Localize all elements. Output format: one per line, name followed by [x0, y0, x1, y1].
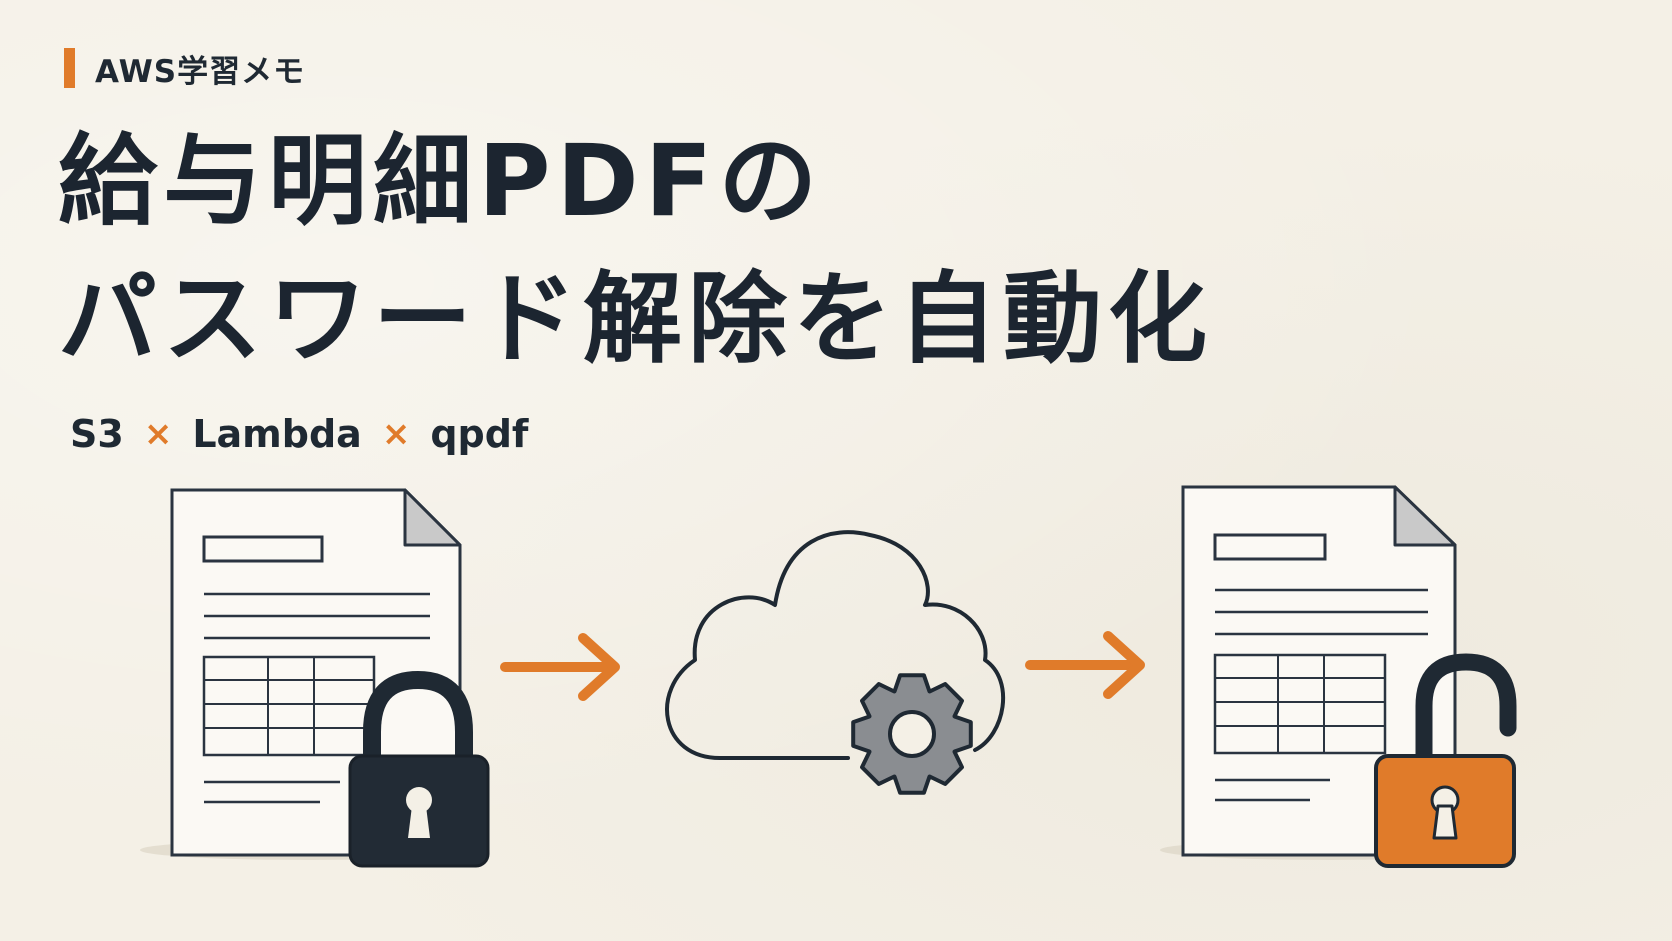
category-tag: AWS学習メモ: [64, 46, 305, 90]
subtitle-separator: ×: [381, 414, 411, 454]
subtitle-separator: ×: [143, 414, 173, 454]
title-line-1: 給与明細PDFの: [58, 124, 824, 239]
title-line-2: パスワード解除を自動化: [58, 262, 1213, 377]
subtitle-item-lambda: Lambda: [192, 412, 362, 456]
tag-label: AWS学習メモ: [95, 53, 306, 90]
gear-icon: [851, 673, 973, 795]
subtitle: S3 × Lambda × qpdf: [70, 412, 528, 456]
arrow-right-icon: [1025, 631, 1145, 699]
subtitle-item-s3: S3: [70, 412, 124, 456]
subtitle-item-qpdf: qpdf: [430, 412, 529, 456]
padlock-unlocked-icon: [1374, 653, 1517, 868]
padlock-locked-icon: [348, 670, 490, 868]
tag-accent-bar: [64, 48, 75, 88]
arrow-right-icon: [500, 633, 620, 701]
cloud-icon: [665, 530, 1006, 760]
